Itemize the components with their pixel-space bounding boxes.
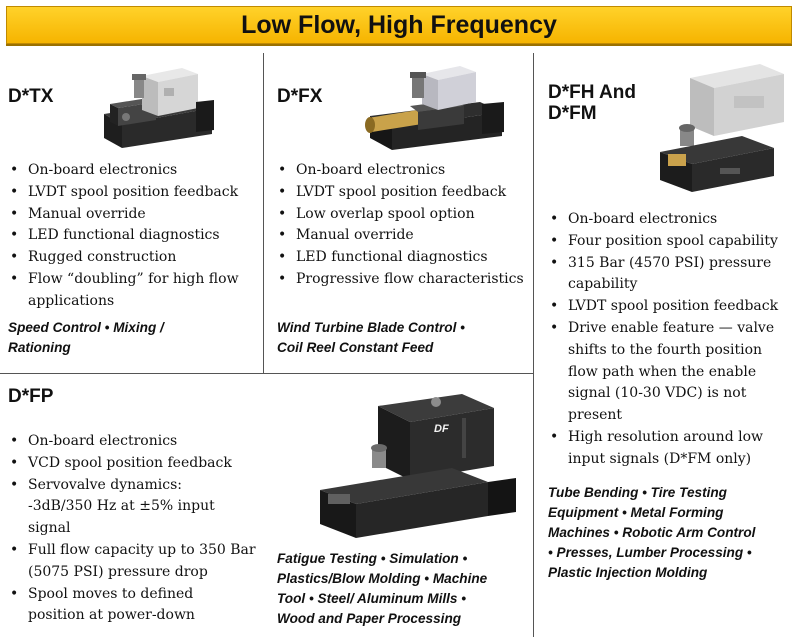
list-item: LED functional diagnostics [8, 225, 258, 247]
divider-horizontal [0, 373, 534, 374]
list-item: 315 Bar (4570 PSI) pressure capability [548, 253, 793, 297]
list-item-line: position at power-down [28, 607, 195, 624]
applications-line: • Presses, Lumber Processing • [548, 545, 752, 560]
list-item-line: signal (10-30 VDC) is not [568, 385, 747, 402]
divider-center-right [533, 53, 534, 637]
applications-line: Tube Bending • Tire Testing [548, 485, 727, 500]
dfh-title-line: D*FM [548, 103, 597, 124]
applications-line: Equipment • Metal Forming [548, 505, 724, 520]
list-item-line: -3dB/350 Hz at ±5% input [28, 498, 215, 515]
page-title: Low Flow, High Frequency [241, 10, 557, 39]
dfh-feature-list: On-board electronics Four position spool… [548, 209, 793, 471]
applications-line: Wind Turbine Blade Control • [277, 320, 465, 335]
list-item: Servovalve dynamics: -3dB/350 Hz at ±5% i… [8, 475, 266, 540]
applications-line: Speed Control • Mixing / [8, 320, 164, 335]
list-item: On-board electronics [276, 160, 532, 182]
applications-line: Coil Reel Constant Feed [277, 340, 434, 355]
dfp-valve-image: DF [320, 394, 516, 538]
dtx-applications: Speed Control • Mixing / Rationing [8, 318, 164, 358]
applications-line: Rationing [8, 340, 71, 355]
list-item: LVDT spool position feedback [548, 296, 793, 318]
dfx-title: D*FX [277, 86, 323, 107]
list-item-line: present [568, 407, 623, 424]
dfh-applications: Tube Bending • Tire Testing Equipment • … [548, 483, 755, 583]
applications-line: Wood and Paper Processing [277, 611, 462, 626]
applications-line: Fatigue Testing • Simulation • [277, 551, 468, 566]
divider-left-right [263, 53, 264, 373]
list-item-line: applications [28, 292, 115, 309]
dtx-title: D*TX [8, 86, 54, 107]
list-item: VCD spool position feedback [8, 453, 266, 475]
list-item-line: capability [568, 276, 638, 293]
dtx-feature-list: On-board electronics LVDT spool position… [8, 160, 258, 313]
list-item: Low overlap spool option [276, 204, 532, 226]
applications-line: Plastic Injection Molding [548, 565, 708, 580]
dfp-feature-list: On-board electronics VCD spool position … [8, 431, 266, 627]
dfp-logo-text: DF [434, 423, 449, 435]
dfh-valve-image [660, 64, 784, 192]
applications-line: Plastics/Blow Molding • Machine [277, 571, 488, 586]
applications-line: Machines • Robotic Arm Control [548, 525, 756, 540]
list-item: On-board electronics [8, 160, 258, 182]
list-item-line: Drive enable feature — valve [568, 319, 775, 336]
list-item: On-board electronics [548, 209, 793, 231]
list-item-line: Servovalve dynamics: [28, 476, 183, 493]
list-item: Four position spool capability [548, 231, 793, 253]
list-item: Manual override [8, 204, 258, 226]
dfh-title: D*FH And D*FM [548, 82, 636, 124]
dtx-valve-image [104, 68, 214, 148]
list-item-line: (5075 PSI) pressure drop [28, 563, 208, 580]
list-item: Rugged construction [8, 247, 258, 269]
dfx-valve-image [365, 66, 504, 150]
list-item: High resolution around low input signals … [548, 427, 793, 471]
dfp-title: D*FP [8, 386, 54, 407]
list-item-line: High resolution around low [568, 428, 764, 445]
list-item: On-board electronics [8, 431, 266, 453]
list-item: Spool moves to defined position at power-… [8, 584, 266, 628]
list-item-line: Spool moves to defined [28, 585, 194, 602]
list-item-line: 315 Bar (4570 PSI) pressure [568, 254, 772, 271]
list-item-line: Flow “doubling” for high flow [28, 270, 239, 287]
list-item-line: flow path when the enable [568, 363, 757, 380]
list-item-line: signal [28, 520, 71, 537]
list-item: LVDT spool position feedback [276, 182, 532, 204]
list-item-line: shifts to the fourth position [568, 341, 763, 358]
list-item: Progressive flow characteristics [276, 269, 532, 291]
list-item: LED functional diagnostics [276, 247, 532, 269]
applications-line: Tool • Steel/ Aluminum Mills • [277, 591, 467, 606]
list-item: LVDT spool position feedback [8, 182, 258, 204]
list-item: Drive enable feature — valve shifts to th… [548, 318, 793, 427]
list-item: Full flow capacity up to 350 Bar (5075 PS… [8, 540, 266, 584]
dfx-applications: Wind Turbine Blade Control • Coil Reel C… [277, 318, 465, 358]
list-item: Manual override [276, 225, 532, 247]
list-item: Flow “doubling” for high flow application… [8, 269, 258, 313]
dfx-feature-list: On-board electronics LVDT spool position… [276, 160, 532, 291]
list-item-line: Full flow capacity up to 350 Bar [28, 541, 256, 558]
dfh-title-line: D*FH And [548, 82, 636, 103]
list-item-line: input signals (D*FM only) [568, 450, 752, 467]
header-banner: Low Flow, High Frequency [6, 6, 792, 44]
dfp-applications: Fatigue Testing • Simulation • Plastics/… [277, 549, 487, 629]
